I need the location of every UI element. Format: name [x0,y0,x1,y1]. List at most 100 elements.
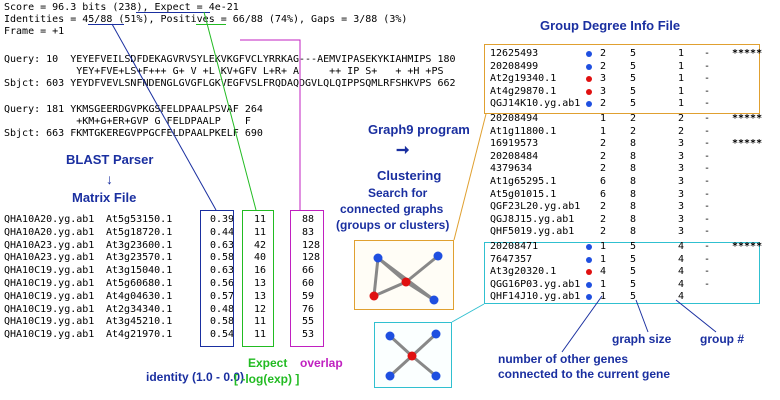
group-number-cell: 1 [678,85,685,97]
matrix-query-cell: QHA10C19.yg.ab1 [4,265,95,277]
right-arrow-icon: ➞ [396,142,410,159]
matrix-expect-cell: 11 [254,316,267,328]
node-color-dot [586,269,592,276]
degree-cell: 2 [600,226,607,238]
matrix-subject-cell: At3g23570.1 [106,252,173,264]
graph-size-cell: 5 [630,60,637,72]
degree-cell: 1 [600,113,607,124]
alignment1-sbjct: Sbjct: 603 YEYDFVEVLSNFNDENGLGVGFLGKVEGF… [4,78,456,89]
gene-name-cell: 7647357 [490,253,533,265]
group-number-cell: 4 [678,253,685,265]
gene-name-cell: 20208471 [490,241,539,252]
matrix-subject-cell: At3g23600.1 [106,239,173,251]
matrix-expect-cell: 40 [254,252,267,264]
group-number-cell: 3 [678,213,685,225]
matrix-expect-cell: 13 [254,278,267,289]
degree-cell: 2 [600,138,607,150]
matrix-identity-cell: 0.58 [210,252,235,264]
blast-frame-line: Frame = +1 [4,26,65,37]
group-number-cell: 3 [678,150,685,162]
matrix-query-cell: QHA10A23.yg.ab1 [4,239,95,251]
degree-cell: 1 [600,278,607,290]
group4-highlight-box [484,242,760,304]
matrix-expect-cell: 42 [254,239,267,251]
degree-cell: 2 [600,163,607,175]
graph-size-cell: 8 [630,176,637,187]
gene-name-cell: 4379634 [490,163,533,175]
gene-name-cell: At3g20320.1 [490,266,557,278]
degree-cell: 6 [600,176,607,187]
gene-name-cell: 20208494 [490,113,539,124]
group-number-cell: 3 [678,226,685,238]
matrix-overlap-cell: 76 [302,303,315,315]
matrix-identity-cell: 0.56 [210,278,235,289]
matrix-identity-cell: 0.63 [210,239,235,251]
other-genes-label-1: number of other genes [498,352,629,366]
graph-size-cell: 8 [630,226,637,238]
group-number-cell: 3 [678,188,685,200]
dash-cell: - [704,85,711,97]
matrix-identity-cell: 0.54 [210,329,235,341]
identity-column-box [200,210,234,347]
degree-cell: 2 [600,48,607,59]
matrix-identity-cell: 0.44 [210,226,235,238]
gene-name-cell: QHF14J10.yg.ab1 [490,291,581,303]
graph-size-cell: 5 [630,253,637,265]
matrix-overlap-cell: 53 [302,329,315,341]
matrix-overlap-cell: 128 [302,252,321,264]
expect-log-label: [ -log(exp) ] [234,372,300,386]
matrix-expect-cell: 16 [254,265,267,277]
degree-cell: 2 [600,213,607,225]
gene-name-cell: QGG16P03.yg.ab1 [490,278,581,290]
gene-name-cell: QGJ14K10.yg.ab1 [490,98,581,110]
dash-cell: - [704,125,711,137]
gene-name-cell: At4g29870.1 [490,85,557,97]
graph-size-cell: 5 [630,291,637,303]
matrix-overlap-cell: 83 [302,226,315,238]
matrix-query-cell: QHA10A20.yg.ab1 [4,214,95,225]
degree-cell: 1 [600,253,607,265]
search-for-label: Search for [368,186,428,200]
identities-underline [88,24,124,25]
dash-cell: - [704,176,711,187]
graph-size-cell: 5 [630,48,637,59]
groups-clusters-label: (groups or clusters) [336,218,450,232]
node-color-dot [586,256,592,263]
gene-name-cell: QGF23L20.yg.ab1 [490,201,581,213]
matrix-expect-cell: 13 [254,290,267,302]
graph-size-cell: 8 [630,201,637,213]
dash-cell: - [704,253,711,265]
marker-cell: ***** [732,113,763,124]
alignment2-match: +KM+G+ER+GVP G FELDPAALP F [4,116,251,127]
alignment1-match: YEY+FVE+LS+F+++ G+ V +L KV+GFV L+R+ A ++… [4,66,444,77]
graph-size-cell: 5 [630,98,637,110]
group-number-cell: 4 [678,291,685,303]
overlap-label: overlap [300,356,343,370]
matrix-expect-cell: 12 [254,303,267,315]
matrix-subject-cell: At5g60680.1 [106,278,173,289]
graph-size-cell: 2 [630,125,637,137]
expect-label: Expect [248,356,288,370]
degree-cell: 3 [600,73,607,85]
matrix-identity-cell: 0.48 [210,303,235,315]
gene-name-cell: 20208484 [490,150,539,162]
node-color-dot [586,244,592,250]
other-genes-label-2: connected to the current gene [498,367,671,381]
degree-cell: 3 [600,85,607,97]
graph-size-cell: 5 [630,241,637,252]
dash-cell: - [704,241,711,252]
other-genes-pointer [561,295,603,353]
graph-size-cell: 8 [630,163,637,175]
dash-cell: - [704,278,711,290]
overlap-column-box [290,210,324,347]
matrix-identity-cell: 0.58 [210,316,235,328]
degree-cell: 1 [600,125,607,137]
group-number-cell: 4 [678,278,685,290]
degree-cell: 1 [600,241,607,252]
matrix-overlap-cell: 55 [302,316,315,328]
gene-name-cell: 12625493 [490,48,539,59]
gene-name-cell: At1g65295.1 [490,176,557,187]
matrix-subject-cell: At4g21970.1 [106,329,173,341]
matrix-subject-cell: At5g53150.1 [106,214,173,225]
group-number-cell: 2 [678,125,685,137]
